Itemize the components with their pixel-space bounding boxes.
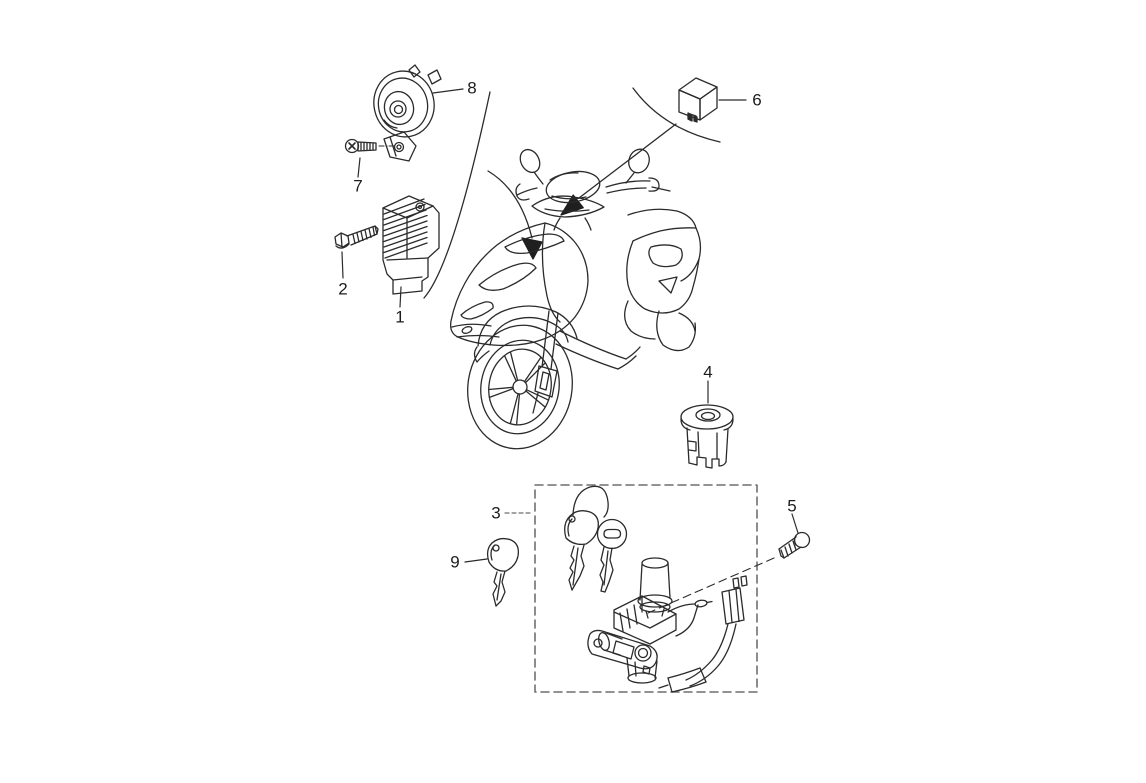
front-wheel: [467, 324, 573, 450]
wiring-harness: [658, 575, 748, 693]
relay-illustration: [678, 77, 718, 123]
screw-target-dashed-leader: [647, 557, 775, 614]
spare-key-illustration: [486, 537, 519, 607]
callout-label-8: 8: [467, 78, 477, 98]
leader-1: [399, 286, 402, 308]
right-mirror: [628, 148, 650, 174]
kit-dashed-box: [534, 484, 758, 693]
callout-label-6: 6: [752, 90, 762, 110]
horn-screw-illustration: [344, 138, 397, 154]
regulator-bolt-illustration: [334, 225, 379, 249]
lock-barrel-illustration: [680, 404, 734, 469]
leader-2: [341, 251, 344, 279]
scooter-illustration: [450, 148, 702, 450]
leader-8: [432, 88, 464, 94]
key-a-illustration: [564, 510, 599, 591]
voltage-regulator-illustration: [382, 195, 440, 295]
callout-label-9: 9: [450, 552, 460, 572]
left-mirror: [519, 148, 541, 174]
frame-arc-right: [632, 87, 721, 143]
key-b-illustration: [596, 518, 628, 593]
ignition-switch-illustration: [587, 557, 677, 684]
callout-label-2: 2: [338, 279, 348, 299]
keyring-cord: [572, 485, 609, 518]
leader-7: [357, 157, 361, 178]
callout-label-4: 4: [703, 362, 713, 382]
callout-label-3: 3: [491, 503, 501, 523]
callout-label-5: 5: [787, 496, 797, 516]
leader-lines: [341, 88, 799, 563]
horn-illustration: [373, 64, 442, 162]
leader-9: [464, 558, 488, 563]
leader-5: [791, 513, 799, 534]
frame-arc-left: [423, 91, 491, 299]
switch-screw-illustration: [647, 531, 811, 614]
callout-label-1: 1: [395, 307, 405, 327]
callout-label-7: 7: [353, 176, 363, 196]
